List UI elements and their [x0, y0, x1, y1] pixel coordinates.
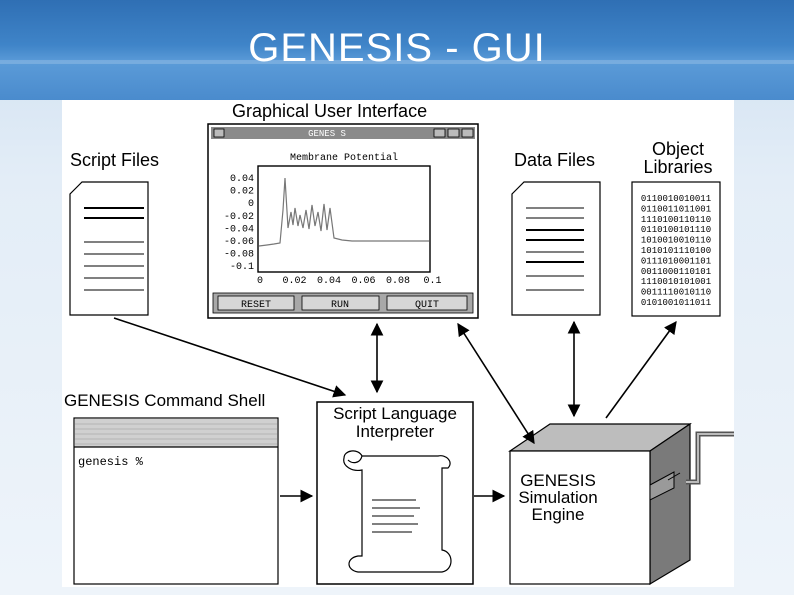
quit-button-label: QUIT — [415, 300, 439, 311]
engine-label-2: Simulation — [518, 488, 597, 507]
scroll-icon — [343, 450, 452, 573]
gui-window: GENES S Membrane Potential 0.040.020-0.0… — [207, 123, 479, 319]
shell-titlebar — [75, 419, 277, 447]
engine-label-1: GENESIS — [520, 471, 596, 490]
plot-title: Membrane Potential — [290, 152, 398, 164]
reset-button[interactable] — [217, 295, 295, 311]
y-tick-labels: 0.04 0.020 -0.02-0.04 -0.06 -0.08-0.1 — [224, 174, 254, 273]
binary-line: 0110010010011 — [641, 194, 711, 204]
y-tick-label: -0.02 — [224, 212, 254, 223]
simulation-engine-box — [508, 422, 692, 586]
window-maximize-button[interactable] — [447, 128, 460, 138]
reset-button-label: RESET — [241, 300, 271, 311]
binary-line: 0101001011011 — [641, 298, 711, 308]
x-tick-label: 0.06 — [351, 276, 375, 287]
engine-label-3: Engine — [532, 505, 585, 524]
plot-area — [257, 165, 431, 273]
run-button-label: RUN — [331, 300, 349, 311]
y-tick-label: 0.02 — [230, 187, 254, 198]
window-titlebar — [211, 127, 475, 139]
object-libraries-label-2: Libraries — [643, 157, 712, 177]
binary-line: 1010101110100 — [641, 246, 711, 256]
slide-title: GENESIS - GUI — [248, 26, 546, 70]
interpreter-label-1: Script Language — [333, 404, 457, 423]
window-minimize-button[interactable] — [433, 128, 446, 138]
run-button[interactable] — [301, 295, 380, 311]
y-tick-label: 0 — [248, 199, 254, 210]
binary-line: 0011110010110 — [641, 288, 711, 298]
arrow-gui-engine — [457, 322, 535, 445]
y-tick-label: 0.04 — [230, 174, 254, 185]
x-tick-label: 0 — [257, 276, 263, 287]
command-shell-label: GENESIS Command Shell — [64, 391, 265, 410]
script-file-icon — [69, 181, 149, 316]
y-tick-label: -0.06 — [224, 237, 254, 248]
y-tick-label: -0.1 — [230, 262, 254, 273]
data-file-icon — [511, 181, 601, 316]
x-tick-label: 0.08 — [386, 276, 410, 287]
title-bar — [0, 0, 794, 100]
binary-line: 1110010101001 — [641, 277, 711, 287]
membrane-potential-trace — [258, 177, 429, 247]
x-tick-labels: 0 0.02 0.04 0.06 0.08 0.1 — [257, 276, 442, 287]
binary-lines: 0110010010011011001101100111101001101100… — [641, 194, 711, 308]
binary-line: 0110100101110 — [641, 225, 711, 235]
window-menu-button[interactable] — [213, 128, 225, 138]
x-tick-label: 0.02 — [282, 276, 306, 287]
binary-line: 1010010010110 — [641, 236, 711, 246]
binary-line: 0110011011001 — [641, 204, 711, 214]
y-tick-label: -0.08 — [224, 250, 254, 261]
binary-line: 0011000110101 — [641, 267, 711, 277]
x-tick-label: 0.1 — [423, 276, 441, 287]
y-tick-label: -0.04 — [224, 224, 254, 235]
data-files-label: Data Files — [514, 150, 595, 170]
binary-line: 0111010001101 — [641, 256, 711, 266]
object-libraries-label-1: Object — [652, 139, 704, 159]
window-title: GENES S — [308, 129, 346, 139]
window-close-button[interactable] — [461, 128, 474, 138]
binary-line: 1110100110110 — [641, 215, 711, 225]
quit-button[interactable] — [386, 295, 468, 311]
arrow-script-files-to-interpreter — [113, 317, 347, 398]
shell-prompt: genesis % — [78, 455, 144, 469]
x-tick-label: 0.04 — [317, 276, 341, 287]
script-files-label: Script Files — [70, 150, 159, 170]
command-shell-window: genesis % — [73, 417, 279, 585]
crank-handle-icon — [686, 431, 734, 485]
arrow-libraries-engine — [605, 320, 677, 419]
object-library-icon — [631, 181, 721, 317]
genesis-gui-diagram: Graphical User Interface GENES S Membran… — [62, 100, 734, 587]
interpreter-label-2: Interpreter — [356, 422, 435, 441]
gui-label: Graphical User Interface — [232, 101, 427, 121]
diagram-svg: Graphical User Interface GENES S Membran… — [64, 101, 734, 586]
